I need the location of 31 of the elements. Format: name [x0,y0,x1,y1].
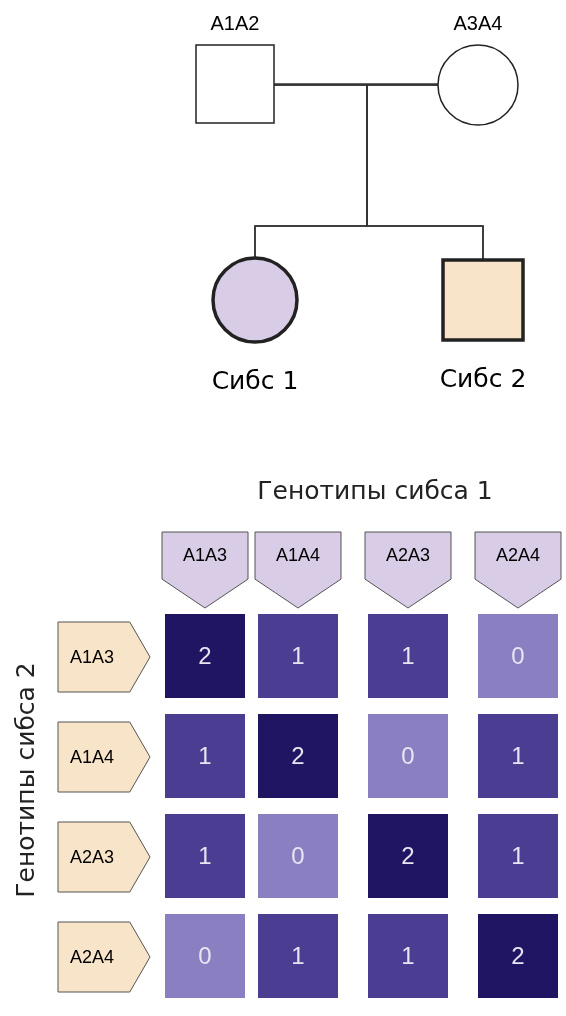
ibd-value: 0 [511,644,525,668]
ibd-value: 2 [401,844,415,868]
genotype-label: A1A4 [276,546,320,564]
genotype-label: A2A4 [70,948,115,966]
ibd-value: 2 [511,944,525,968]
genotype-label: A1A3 [70,648,115,666]
ibd-value: 1 [401,644,415,668]
pedigree-line [366,84,484,261]
genotype-label: A2A4 [496,546,540,564]
genotype-label: A1A4 [70,748,115,766]
ibd-value: 1 [198,744,212,768]
ibd-value: 1 [511,844,525,868]
genotype-label: A1A3 [183,546,227,564]
ibd-value: 0 [401,744,415,768]
genotype-label: A3A4 [453,13,503,33]
axis-title: Генотипы сибса 1 [257,475,493,505]
ibd-value: 1 [291,944,305,968]
ibd-value: 1 [401,944,415,968]
ibd-value: 2 [291,744,305,768]
genotype-label: A1A2 [210,13,260,33]
ibd-value: 2 [198,644,212,668]
genotype-label: A2A3 [386,546,430,564]
axis-title: Генотипы сибса 2 [10,662,40,898]
ibd-value: 0 [198,944,212,968]
sibling-label: Сибс 2 [439,366,527,391]
ibd-value: 1 [291,644,305,668]
genotype-label: A2A3 [70,848,115,866]
ibd-value: 1 [198,844,212,868]
sibling-label: Сибс 1 [211,368,299,393]
ibd-value: 1 [511,744,525,768]
ibd-value: 0 [291,844,305,868]
